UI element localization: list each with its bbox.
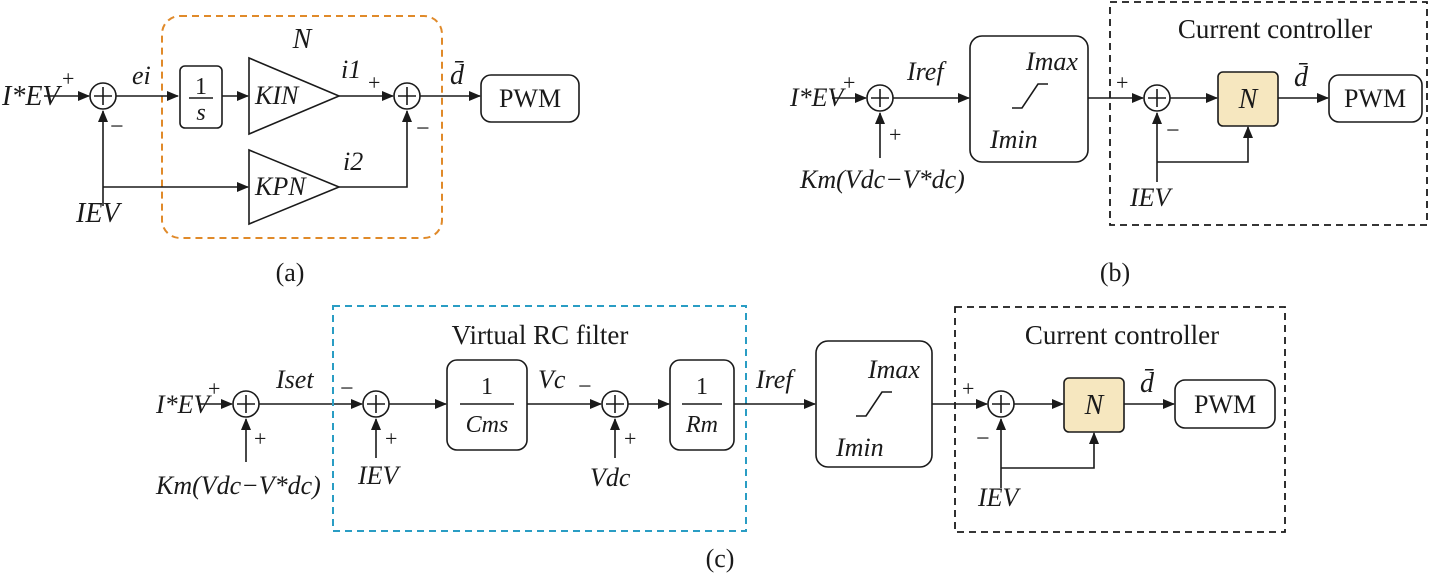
- saturation-curve: [1012, 83, 1048, 109]
- gain-kpn-triangle: [248, 148, 342, 226]
- caption-b: (b): [1100, 258, 1130, 287]
- sum-c1-plus-2: +: [254, 426, 266, 451]
- wire-feedback-n: [1001, 432, 1099, 469]
- feedback-iev-label: IEV: [1129, 183, 1174, 212]
- sum-b2-minus: −: [1166, 118, 1180, 144]
- sum-c2-plus: +: [385, 426, 397, 451]
- output-d-label: d̄: [450, 60, 465, 91]
- wire-i2: [339, 110, 412, 188]
- panel-b: I*EV + + Km(Vdc−V*dc) Iref Imax Imin Cur…: [789, 1, 1428, 287]
- sum-c4-plus: +: [962, 376, 974, 401]
- limiter-max-label: Imax: [1025, 47, 1078, 76]
- vdc-label: Vdc: [590, 463, 631, 492]
- controller-title: Current controller: [1025, 320, 1219, 350]
- error-label: ei: [132, 61, 151, 90]
- limiter-max-label: Imax: [867, 355, 920, 384]
- resistor-block: [669, 359, 735, 451]
- cap-den: Cms: [466, 412, 509, 438]
- sum2-plus: +: [368, 70, 380, 95]
- sum-c2-minus: −: [340, 376, 354, 402]
- signal-i2-label: i2: [343, 147, 363, 176]
- feedback-iev-label: IEV: [75, 198, 122, 229]
- gain-kin-triangle: [248, 56, 342, 136]
- integrator-den: s: [196, 100, 205, 126]
- n-controller-label: N: [1238, 84, 1259, 115]
- pwm-label: PWM: [499, 84, 561, 113]
- iref-label: Iref: [906, 57, 947, 86]
- integrator-num: 1: [195, 74, 207, 100]
- sum2-minus: −: [416, 116, 430, 142]
- sum-b1-plus-2: +: [889, 122, 901, 147]
- wire-feedback-n: [1157, 126, 1253, 163]
- panel-a: N I*EV + − ei 1 s KIN i1 + − d̄ PWM: [1, 15, 580, 287]
- saturation-curve: [856, 391, 892, 417]
- pwm-block: [1174, 379, 1276, 429]
- sum-c3-minus: −: [578, 374, 592, 400]
- controller-title: Current controller: [1178, 14, 1372, 44]
- output-d-label: d̄: [1140, 368, 1155, 399]
- gain-kin-label: KIN: [254, 81, 300, 110]
- sum-c3-plus: +: [624, 426, 636, 451]
- vc-label: Vc: [538, 365, 566, 394]
- pwm-label: PWM: [1344, 84, 1406, 113]
- sum-b2-plus: +: [1116, 70, 1128, 95]
- gain-kpn-label: KPN: [254, 172, 307, 201]
- sum-b1-plus: +: [843, 70, 855, 95]
- iref-label: Iref: [755, 365, 796, 394]
- res-num: 1: [696, 374, 708, 400]
- n-group-label: N: [292, 24, 313, 55]
- capacitor-block: [446, 359, 528, 451]
- droop-input-label: Km(Vdc−V*dc): [155, 471, 321, 500]
- caption-c: (c): [706, 544, 735, 573]
- panel-c: I*EV + + Km(Vdc−V*dc) Iset Virtual RC fi…: [155, 305, 1286, 573]
- integrator-block: [179, 65, 223, 129]
- iset-label: Iset: [275, 365, 314, 394]
- limiter-min-label: Imin: [989, 125, 1038, 154]
- droop-input-label: Km(Vdc−V*dc): [799, 165, 965, 194]
- limiter-min-label: Imin: [835, 433, 884, 462]
- pwm-block: [1328, 74, 1423, 123]
- sum1-minus: −: [110, 114, 124, 140]
- feedback-iev-label: IEV: [977, 483, 1022, 512]
- n-group-outline: [161, 15, 443, 239]
- sum-c4-minus: −: [976, 426, 990, 452]
- limiter-block: [969, 35, 1089, 163]
- cap-num: 1: [481, 374, 493, 400]
- current-controller-box: [954, 306, 1286, 533]
- sum-c1-plus: +: [208, 376, 220, 401]
- n-controller-label: N: [1084, 390, 1105, 421]
- current-controller-box: [1109, 1, 1428, 226]
- caption-a: (a): [276, 258, 305, 287]
- virtual-rc-filter-box: [332, 305, 747, 532]
- filter-title: Virtual RC filter: [452, 320, 629, 350]
- filter-feedback-label: IEV: [357, 461, 402, 490]
- pwm-block: [480, 74, 580, 123]
- pwm-label: PWM: [1194, 390, 1256, 419]
- sum1-plus: +: [62, 66, 74, 91]
- signal-i1-label: i1: [341, 55, 361, 84]
- output-d-label: d̄: [1294, 62, 1309, 93]
- res-den: Rm: [685, 412, 718, 438]
